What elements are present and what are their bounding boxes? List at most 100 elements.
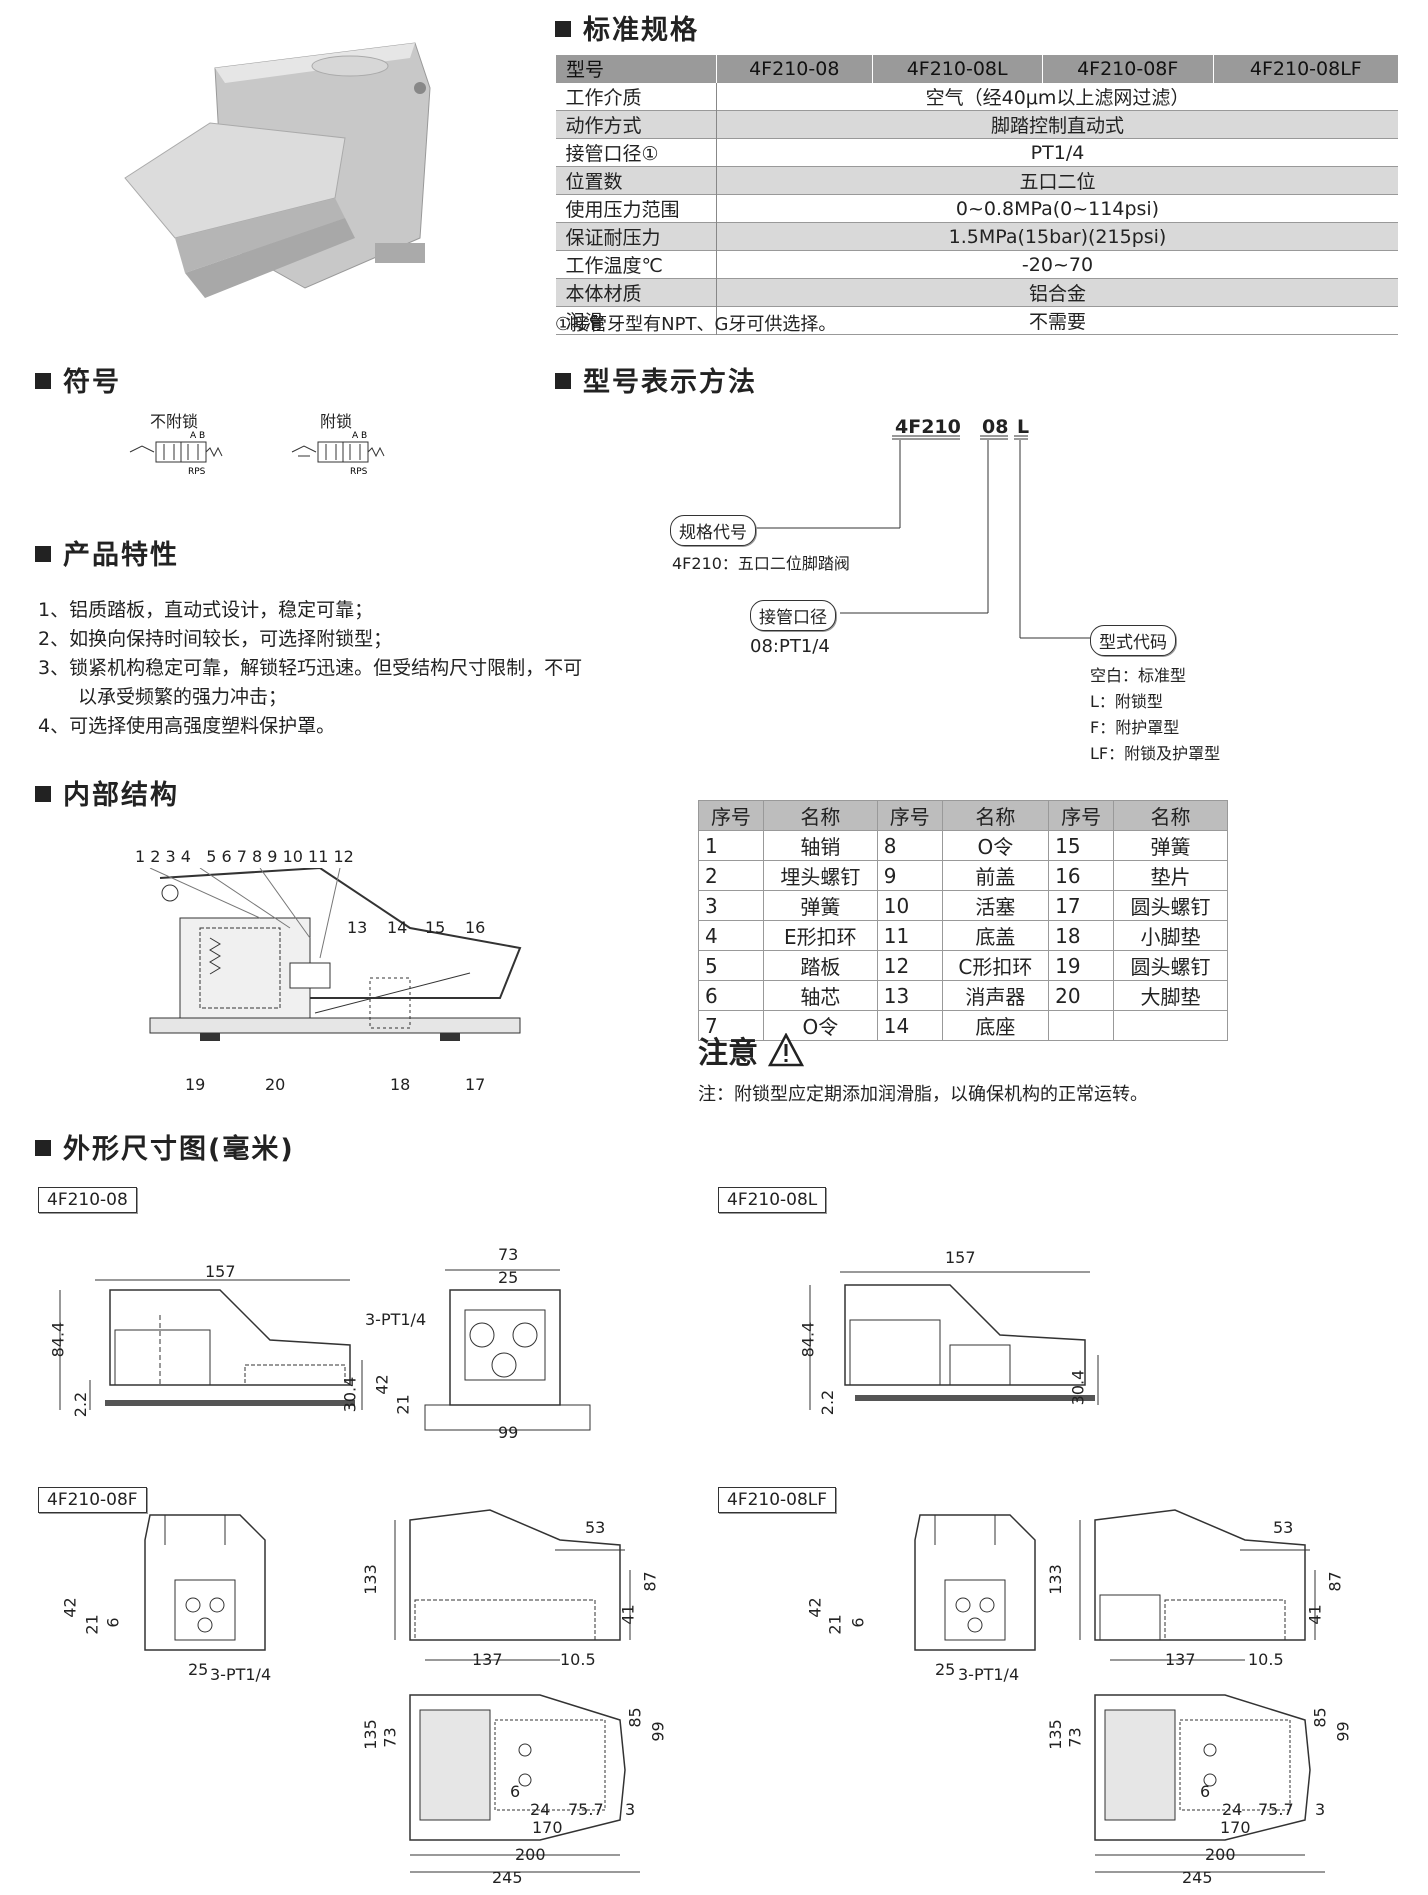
model-tag-type: 型式代码 xyxy=(1090,625,1176,656)
dims-label-08F: 4F210-08F xyxy=(38,1487,147,1513)
structure-label: 14 xyxy=(387,918,408,937)
model-tag-port-desc: 08:PT1/4 xyxy=(750,636,830,657)
parts-cell: O令 xyxy=(941,830,1050,861)
dim-133-LF: 133 xyxy=(1045,1564,1065,1595)
dim-drawing-08F-side xyxy=(394,1509,631,1661)
dim-pt: 3-PT1/4 xyxy=(365,1310,427,1329)
dim-73-F: 73 xyxy=(380,1727,400,1748)
model-type-opt: LF：附锁及护罩型 xyxy=(1090,744,1221,763)
structure-label: 15 xyxy=(425,918,446,937)
parts-cell: 5 xyxy=(698,950,764,981)
spec-header-row: 型号 4F210-08 4F210-08L 4F210-08F 4F210-08… xyxy=(555,55,1398,83)
dims-label-08L: 4F210-08L xyxy=(718,1187,827,1213)
parts-cell: 弹簧 xyxy=(762,890,878,921)
table-row: 位置数五口二位 xyxy=(555,166,1398,195)
dim-6-F2: 6 xyxy=(510,1782,521,1801)
dim-135-F: 135 xyxy=(360,1719,380,1750)
dim-10-5-F: 10.5 xyxy=(560,1650,596,1669)
dim-41-LF: 41 xyxy=(1305,1604,1325,1625)
spec-header-cell: 4F210-08 xyxy=(716,55,873,83)
model-type-opt: F：附护罩型 xyxy=(1090,718,1180,737)
parts-cell: 3 xyxy=(698,890,764,921)
spec-header-cell: 4F210-08LF xyxy=(1212,55,1398,83)
spec-label: 使用压力范围 xyxy=(555,194,717,223)
dims-title: 外形尺寸图(毫米) xyxy=(35,1127,295,1166)
symbol-title: 符号 xyxy=(35,360,121,399)
dim-42: 42 xyxy=(372,1374,392,1395)
dim-200-F: 200 xyxy=(515,1845,546,1864)
dim-30-4-L: 30.4 xyxy=(1068,1369,1088,1406)
parts-cell: 圆头螺钉 xyxy=(1113,950,1228,981)
table-row: 本体材质铝合金 xyxy=(555,278,1398,307)
svg-text:RPS: RPS xyxy=(350,467,368,477)
dim-42-LF: 42 xyxy=(805,1597,825,1618)
dim-6-LF2: 6 xyxy=(1200,1782,1211,1801)
parts-header-cell: 名称 xyxy=(1113,800,1228,831)
symbol-label-locked: 附锁 xyxy=(320,412,353,431)
model-type-opt: 空白：标准型 xyxy=(1090,666,1187,685)
dim-87-F: 87 xyxy=(640,1571,660,1592)
structure-label: 20 xyxy=(265,1075,286,1094)
parts-cell: 9 xyxy=(876,860,943,891)
dim-85-LF: 85 xyxy=(1310,1707,1330,1728)
warning-icon xyxy=(768,1032,805,1067)
spec-header-cell: 4F210-08L xyxy=(871,55,1043,83)
parts-cell: 消声器 xyxy=(941,980,1050,1011)
spec-value: 1.5MPa(15bar)(215psi) xyxy=(716,222,1398,251)
model-tag-port: 接管口径 xyxy=(750,600,836,631)
parts-cell: 轴芯 xyxy=(762,980,878,1011)
dim-pt-LF: 3-PT1/4 xyxy=(958,1665,1020,1684)
valve-symbol-unlocked: A B RPS xyxy=(129,431,223,477)
spec-header-cell: 4F210-08F xyxy=(1041,55,1214,83)
spec-value: 不需要 xyxy=(716,306,1398,335)
spec-label: 接管口径① xyxy=(555,138,717,167)
spec-header-cell: 型号 xyxy=(555,55,717,83)
dim-75-7-F: 75.7 xyxy=(568,1800,604,1819)
dim-53-F: 53 xyxy=(585,1518,606,1537)
parts-cell xyxy=(1113,1010,1228,1041)
dim-21-LF: 21 xyxy=(825,1614,845,1635)
parts-cell: 11 xyxy=(876,920,943,951)
dim-drawing-08LF-side xyxy=(1079,1509,1316,1661)
dim-drawing-08-front xyxy=(424,1269,591,1431)
spec-value: 0~0.8MPa(0~114psi) xyxy=(716,194,1398,223)
dim-24-F: 24 xyxy=(530,1800,551,1819)
dim-25: 25 xyxy=(498,1268,519,1287)
parts-cell: 踏板 xyxy=(762,950,878,981)
dim-25-F: 25 xyxy=(188,1660,209,1679)
dim-2-2-L: 2.2 xyxy=(818,1389,838,1416)
table-row: 动作方式脚踏控制直动式 xyxy=(555,110,1398,139)
structure-label: 13 xyxy=(347,918,368,937)
dim-10-5-LF: 10.5 xyxy=(1248,1650,1284,1669)
parts-cell: 前盖 xyxy=(941,860,1050,891)
model-code-type: L xyxy=(1017,416,1030,438)
dim-drawing-08L-side xyxy=(809,1271,1099,1410)
dim-157-L: 157 xyxy=(945,1248,976,1267)
parts-cell: 圆头螺钉 xyxy=(1113,890,1228,921)
dim-99-F: 99 xyxy=(648,1721,668,1742)
spec-value: 五口二位 xyxy=(716,166,1398,195)
parts-header-cell: 序号 xyxy=(1048,800,1115,831)
features-list: 1、铝质踏板，直动式设计，稳定可靠； 2、如换向保持时间较长，可选择附锁型； 3… xyxy=(38,596,678,741)
parts-cell xyxy=(1048,1010,1115,1041)
spec-value: PT1/4 xyxy=(716,138,1398,167)
model-code-series: 4F210 xyxy=(895,416,961,438)
svg-text:A B: A B xyxy=(190,431,205,441)
product-photo xyxy=(124,42,431,298)
dim-53-LF: 53 xyxy=(1273,1518,1294,1537)
features-title: 产品特性 xyxy=(35,533,179,572)
dim-3-F: 3 xyxy=(625,1800,636,1819)
dim-drawing-08F-front xyxy=(144,1514,266,1651)
dim-170-F: 170 xyxy=(532,1818,563,1837)
spec-label: 工作介质 xyxy=(555,82,717,111)
parts-cell: 埋头螺钉 xyxy=(762,860,878,891)
dim-pt-F: 3-PT1/4 xyxy=(210,1665,272,1684)
dim-73: 73 xyxy=(498,1245,519,1264)
dims-label-08: 4F210-08 xyxy=(38,1187,137,1213)
dims-label-08LF: 4F210-08LF xyxy=(718,1487,837,1513)
